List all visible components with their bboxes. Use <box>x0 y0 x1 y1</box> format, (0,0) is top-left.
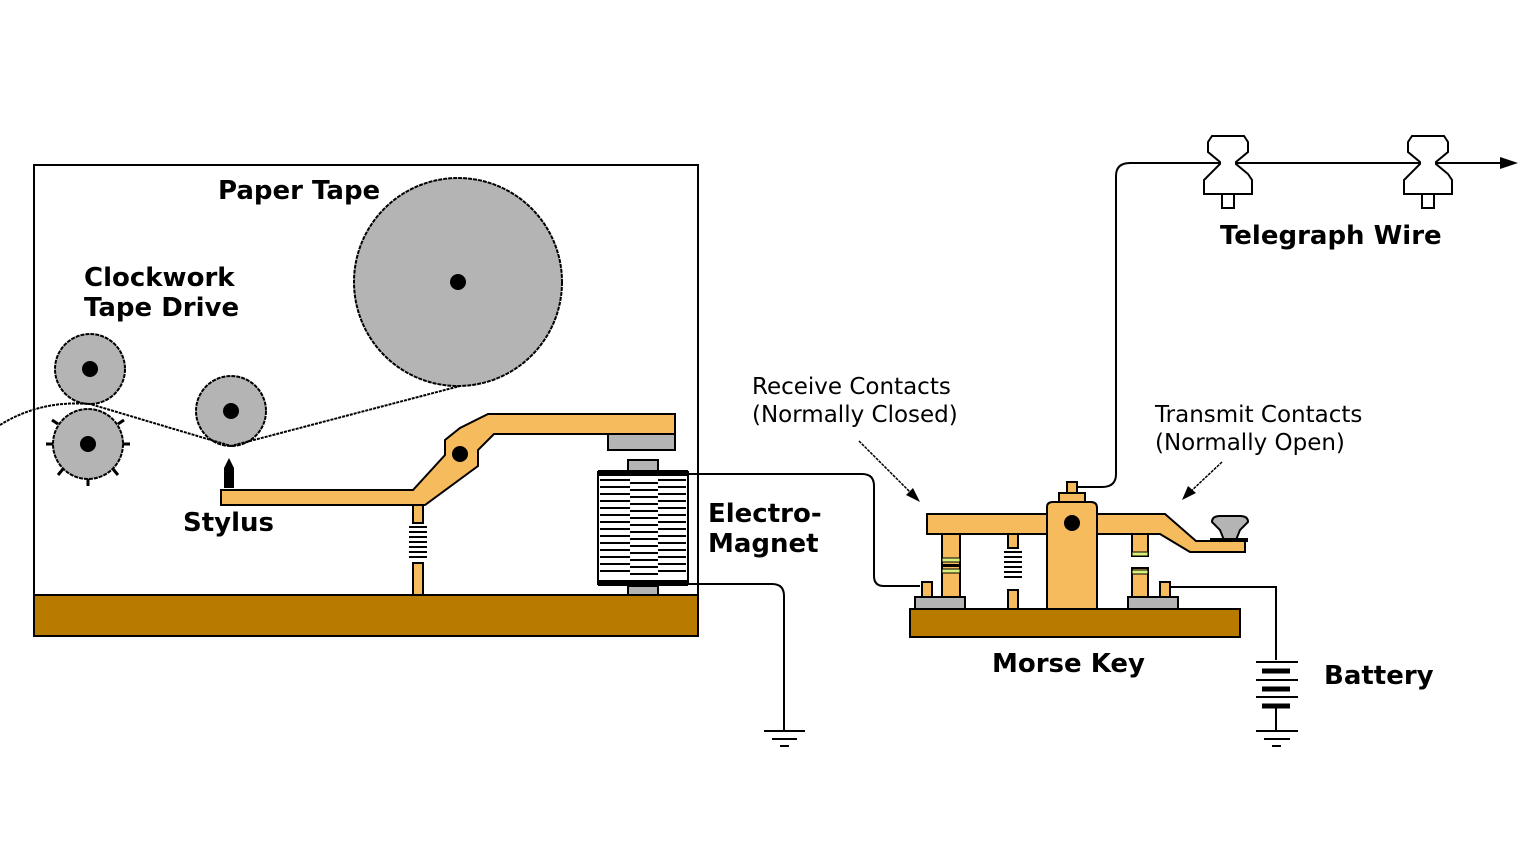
battery-label: Battery <box>1324 661 1434 691</box>
pillar-terminal <box>1066 481 1078 494</box>
receiver-base <box>33 594 699 637</box>
battery-symbol <box>1256 661 1298 731</box>
contact-band <box>941 557 961 563</box>
key-pivot-pillar <box>1046 501 1098 610</box>
terminal-post <box>1159 581 1171 598</box>
insulator-left <box>1203 135 1253 209</box>
clockwork-label-line2: Tape Drive <box>84 293 239 323</box>
paper-tape-path <box>0 385 461 448</box>
telegraph-wire-label: Telegraph Wire <box>1220 221 1442 251</box>
wire-to-ground <box>688 583 785 730</box>
spring-post <box>412 504 424 524</box>
receive-contacts-arrow <box>858 440 920 502</box>
wire-to-battery <box>1170 586 1277 660</box>
morse-key-base <box>909 608 1241 638</box>
spring-post <box>1007 533 1019 549</box>
terminal-post <box>921 581 933 598</box>
roller-axle <box>82 361 98 377</box>
stylus-label: Stylus <box>183 508 274 538</box>
spring-post <box>412 562 424 596</box>
lever-pivot <box>452 446 468 462</box>
ground-symbol-right <box>1256 730 1298 747</box>
reel-axle <box>450 274 466 290</box>
transmit-contacts-label-line1: Transmit Contacts <box>1154 402 1362 428</box>
electromagnet-label-line2: Magnet <box>708 529 819 559</box>
armature <box>607 433 676 451</box>
coil-windings <box>600 479 686 575</box>
contact-band <box>1131 551 1149 557</box>
contact-gap <box>942 564 960 567</box>
ground-symbol-left <box>764 730 805 747</box>
key-knob <box>1210 515 1250 542</box>
wire-to-receive-contact <box>688 473 920 587</box>
wire-arrow-icon <box>1500 157 1518 169</box>
clockwork-label-line1: Clockwork <box>84 263 235 293</box>
receive-contacts-label-line1: Receive Contacts <box>752 374 951 400</box>
coil-cap <box>598 580 688 586</box>
receive-contact-plate <box>914 596 966 610</box>
morse-key-label: Morse Key <box>992 649 1145 679</box>
stylus-tip <box>224 458 234 488</box>
key-spring <box>1004 551 1022 578</box>
contact-band <box>941 568 961 574</box>
stylus-lever <box>220 413 676 506</box>
pillar-terminal-base <box>1058 492 1086 503</box>
electromagnet-label-line1: Electro- <box>708 499 822 529</box>
insulator-right <box>1403 135 1453 209</box>
spring-post <box>1007 589 1019 610</box>
transmit-contact-lower <box>1131 567 1149 598</box>
roller-axle <box>223 403 239 419</box>
transmit-contacts-label-line2: (Normally Open) <box>1155 430 1345 456</box>
transmit-contact-plate <box>1127 596 1179 610</box>
contact-band <box>1131 569 1149 575</box>
receive-contacts-label-line2: (Normally Closed) <box>752 402 958 428</box>
transmit-contacts-arrow <box>1182 461 1223 500</box>
magnet-core-bottom <box>627 585 659 596</box>
lever-spring <box>409 526 427 558</box>
coil-cap <box>598 470 688 476</box>
telegraph-wire <box>1077 162 1508 488</box>
paper-tape-label: Paper Tape <box>218 176 380 206</box>
clockwork-gear <box>46 408 130 486</box>
key-pivot <box>1064 515 1080 531</box>
